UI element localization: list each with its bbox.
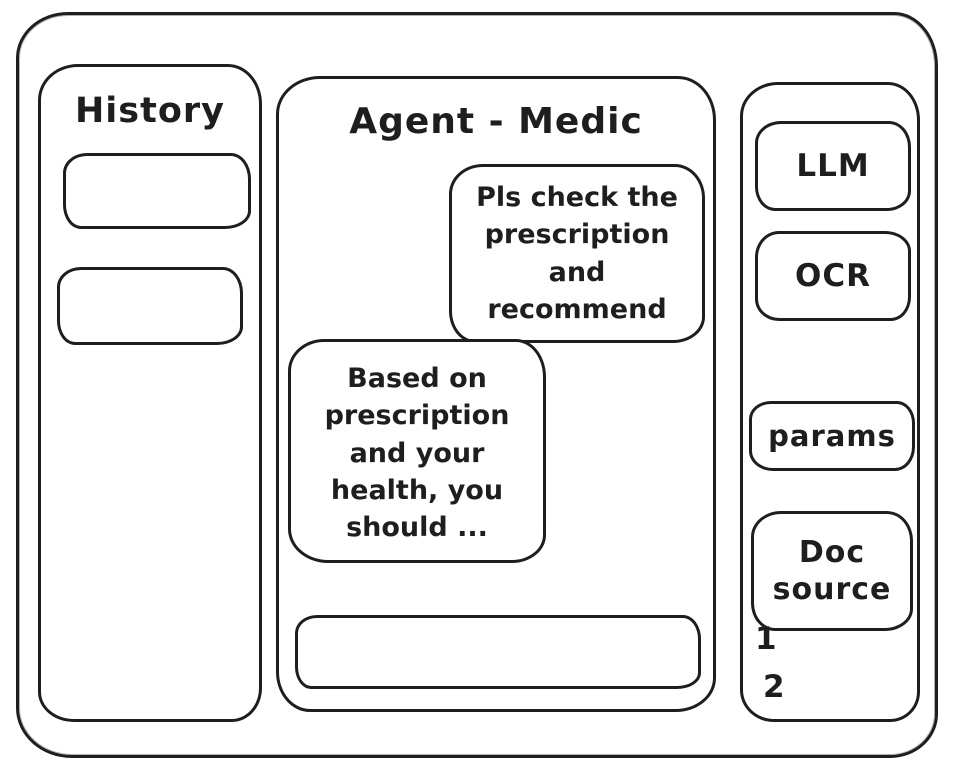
doc-source-button[interactable]: Doc source: [751, 511, 913, 631]
tools-panel: LLM OCR params Doc source 1 2: [740, 82, 920, 722]
ocr-button[interactable]: OCR: [755, 231, 911, 321]
history-panel: History: [38, 64, 262, 722]
history-item-2[interactable]: [57, 267, 243, 345]
doc-source-item-2[interactable]: 2: [763, 669, 785, 705]
chat-input[interactable]: [295, 615, 701, 689]
user-message-bubble: Pls check the prescription and recommend: [449, 164, 705, 343]
params-button[interactable]: params: [749, 401, 915, 471]
history-item-1[interactable]: [63, 153, 251, 229]
history-title: History: [75, 91, 225, 131]
chat-panel: Agent - Medic Pls check the prescription…: [276, 76, 716, 712]
chat-title: Agent - Medic: [349, 101, 643, 142]
llm-button[interactable]: LLM: [755, 121, 911, 211]
assistant-message-bubble: Based on prescription and your health, y…: [288, 339, 546, 563]
doc-source-item-1[interactable]: 1: [755, 621, 777, 657]
